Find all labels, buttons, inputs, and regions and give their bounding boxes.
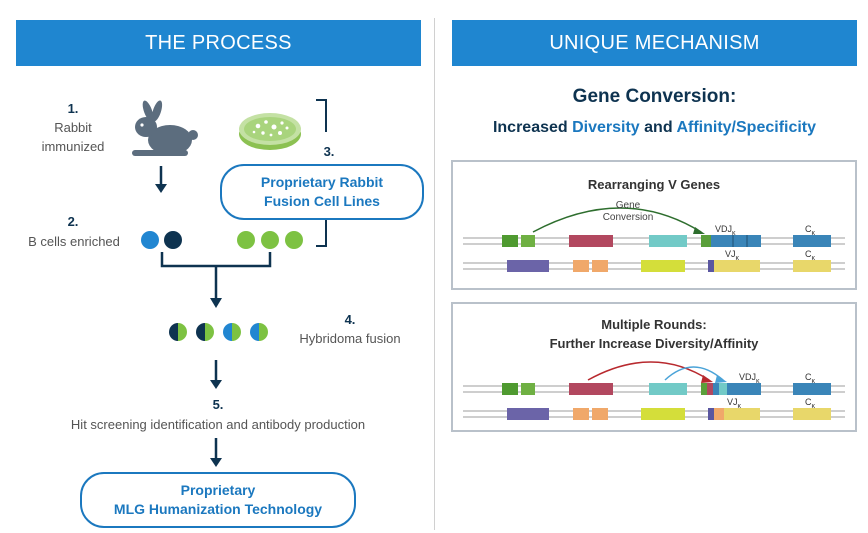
panel2-vj-label: VJκ bbox=[727, 397, 742, 410]
panel2-title-line1: Multiple Rounds: bbox=[601, 317, 707, 332]
fusion-pill-line1: Proprietary Rabbit bbox=[260, 174, 384, 190]
panel1-vdj-label: VDJκ bbox=[715, 224, 736, 237]
mlg-pill-line1: Proprietary bbox=[180, 482, 256, 498]
arrow-down-icon bbox=[155, 166, 167, 193]
annotation-line2: Conversion bbox=[602, 212, 654, 223]
panel1-c-label-bottom: Cκ bbox=[805, 249, 815, 262]
mechanism-banner: UNIQUE MECHANISM bbox=[452, 20, 857, 66]
fusion-cell-green-3 bbox=[285, 231, 303, 249]
column-divider bbox=[434, 18, 435, 530]
step-2-label: B cells enriched bbox=[28, 234, 120, 249]
panel2-c-label-top: Cκ bbox=[805, 372, 815, 385]
b-cell-navy bbox=[164, 231, 182, 249]
step-5-label: Hit screening identification and antibod… bbox=[70, 417, 366, 432]
step-3-number: 3. bbox=[323, 144, 335, 159]
step-4-label: Hybridoma fusion bbox=[299, 331, 401, 346]
cells-merge-diagram bbox=[141, 231, 303, 308]
step-2-number: 2. bbox=[67, 214, 79, 229]
panel2-title-line2: Further Increase Diversity/Affinity bbox=[549, 336, 759, 351]
panel2-vdj-label: VDJκ bbox=[739, 372, 760, 385]
step-4-number: 4. bbox=[344, 312, 356, 327]
cell-line-bracket bbox=[316, 99, 327, 247]
panel2-gene-diagram bbox=[463, 361, 845, 420]
subheading-part1: Increased bbox=[492, 119, 573, 136]
panel1-title: Rearranging V Genes bbox=[587, 177, 721, 192]
fusion-cell-lines-pill: Proprietary Rabbit Fusion Cell Lines bbox=[220, 164, 424, 220]
panel1-vj-label: VJκ bbox=[725, 249, 740, 262]
gene-conversion-subheading: Increased Diversity and Affinity/Specifi… bbox=[452, 119, 857, 137]
panel1-gene-diagram bbox=[463, 207, 845, 272]
subheading-part2: and bbox=[639, 119, 677, 136]
fusion-pill-line2: Fusion Cell Lines bbox=[264, 193, 380, 209]
step-1-number: 1. bbox=[67, 101, 79, 116]
panel2-c-label-bottom: Cκ bbox=[805, 397, 815, 410]
step-1-label-line1: Rabbit bbox=[54, 120, 92, 135]
petri-dish-icon bbox=[239, 113, 301, 150]
arrow-down-icon bbox=[210, 438, 222, 467]
subheading-affinity: Affinity/Specificity bbox=[676, 119, 817, 136]
mlg-humanization-pill: Proprietary MLG Humanization Technology bbox=[80, 472, 356, 528]
subheading-diversity: Diversity bbox=[572, 119, 640, 136]
rearranging-v-genes-panel: Rearranging V Genes Gene Conversion VDJκ… bbox=[451, 160, 857, 290]
panel1-c-label-top: Cκ bbox=[805, 224, 815, 237]
arrow-down-icon bbox=[210, 360, 222, 389]
multiple-rounds-panel: Multiple Rounds: Further Increase Divers… bbox=[451, 302, 857, 432]
panel1-annotation: Gene Conversion bbox=[596, 200, 660, 224]
b-cell-blue bbox=[141, 231, 159, 249]
fusion-cell-green-1 bbox=[237, 231, 255, 249]
step-1-label-line2: immunized bbox=[41, 139, 105, 154]
step-5-number: 5. bbox=[212, 397, 224, 412]
hybridoma-cells bbox=[169, 323, 268, 341]
fusion-cell-green-2 bbox=[261, 231, 279, 249]
mlg-pill-line2: MLG Humanization Technology bbox=[113, 501, 323, 517]
gene-conversion-heading: Gene Conversion: bbox=[572, 86, 737, 107]
rabbit-icon bbox=[132, 100, 198, 156]
process-banner: THE PROCESS bbox=[16, 20, 421, 66]
annotation-line1: Gene bbox=[615, 200, 641, 211]
